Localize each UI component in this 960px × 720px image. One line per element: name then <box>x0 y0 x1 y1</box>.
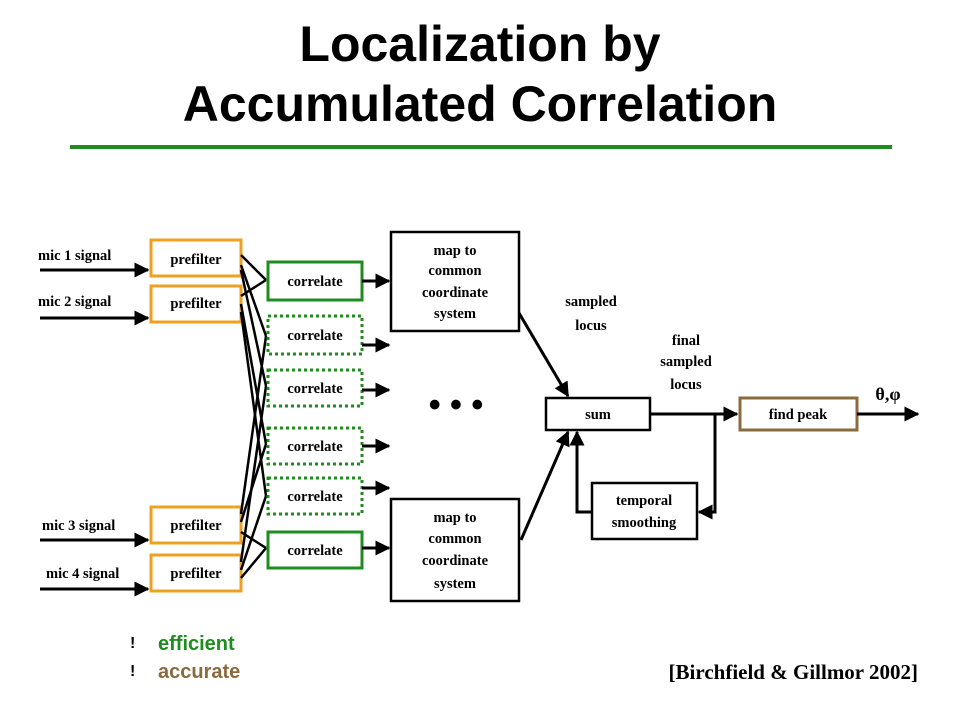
link-p2-c1 <box>240 278 267 298</box>
prefilter-box-4 <box>149 553 243 593</box>
map-top-line-4: system <box>434 306 476 322</box>
final-locus-line-1: final <box>672 333 700 349</box>
smoothing-to-sum-arrow <box>569 430 592 514</box>
citation: [Birchfield & Gillmor 2002] <box>668 660 918 684</box>
map-bottom-line-3: coordinate <box>422 553 489 569</box>
map-top-line-2: common <box>428 263 481 279</box>
bullet-mark: ! <box>130 663 136 680</box>
sampled-locus-line-1: sampled <box>565 294 617 310</box>
map-top-to-sum-arrow <box>517 312 570 398</box>
link-p3-c4 <box>239 443 268 523</box>
final-locus-line-2: sampled <box>660 354 712 370</box>
mic-1-label: mic 1 signal <box>38 248 111 264</box>
temporal-smoothing-line-1: temporal <box>616 493 672 509</box>
find-peak-label: find peak <box>769 407 828 423</box>
temporal-smoothing-line-2: smoothing <box>612 515 677 531</box>
mic-4-label: mic 4 signal <box>46 566 119 582</box>
correlate-box-4 <box>266 426 364 466</box>
final-locus-line-3: locus <box>670 377 702 393</box>
title-line-2: Accumulated Correlation <box>182 76 778 132</box>
title-underline <box>70 145 892 149</box>
correlate-label-6: correlate <box>287 543 343 559</box>
link-p1-c2 <box>239 264 268 337</box>
correlate-box-6 <box>266 530 364 570</box>
mic-3-label: mic 3 signal <box>42 518 115 534</box>
link-p4-c6 <box>240 547 267 579</box>
sampled-locus-line-2: locus <box>575 318 607 334</box>
find-peak-box <box>738 396 859 432</box>
prefilter-label-4: prefilter <box>170 566 222 582</box>
link-p1-c1 <box>240 254 267 281</box>
feedback-to-smoothing-arrow <box>697 414 717 520</box>
link-p4-c5 <box>239 495 268 571</box>
slide-title: Localization by Accumulated Correlation <box>0 14 960 134</box>
prefilter-box-1 <box>149 238 243 278</box>
bullet-efficient: ! efficient <box>120 630 240 658</box>
sum-label: sum <box>585 407 611 423</box>
prefilter-label-3: prefilter <box>170 518 222 534</box>
bullet-list: ! efficient ! accurate <box>120 630 240 686</box>
correlate-box-5 <box>266 476 364 516</box>
prefilter-box-3 <box>149 505 243 545</box>
prefilter-label-2: prefilter <box>170 296 222 312</box>
sum-box <box>544 396 652 432</box>
bullet-text: efficient <box>158 633 235 655</box>
map-box-top <box>389 230 521 333</box>
link-p2-c5 <box>239 311 268 497</box>
output-label: θ,φ <box>875 384 900 404</box>
correlate-label-4: correlate <box>287 439 343 455</box>
temporal-smoothing-box <box>590 481 699 541</box>
link-p3-c2 <box>239 335 268 515</box>
map-bottom-line-4: system <box>434 576 476 592</box>
correlate-label-5: correlate <box>287 489 343 505</box>
bullet-accurate: ! accurate <box>120 658 240 686</box>
bullet-mark: ! <box>130 635 136 652</box>
title-line-1: Localization by <box>299 16 661 72</box>
map-bottom-line-2: common <box>428 531 481 547</box>
mic-2-label: mic 2 signal <box>38 294 111 310</box>
map-box-bottom <box>389 497 521 603</box>
ellipsis: • • • <box>429 386 484 424</box>
map-top-line-1: map to <box>433 243 476 259</box>
prefilter-label-1: prefilter <box>170 252 222 268</box>
map-bottom-line-1: map to <box>433 510 476 526</box>
correlate-label-1: correlate <box>287 274 343 290</box>
correlate-box-2 <box>266 314 364 356</box>
correlate-box-3 <box>266 368 364 408</box>
map-bottom-to-sum-arrow <box>519 430 570 541</box>
link-p4-c3 <box>239 385 268 563</box>
correlate-label-3: correlate <box>287 381 343 397</box>
correlate-label-2: correlate <box>287 328 343 344</box>
bullet-text: accurate <box>158 661 241 683</box>
map-top-line-3: coordinate <box>422 285 489 301</box>
